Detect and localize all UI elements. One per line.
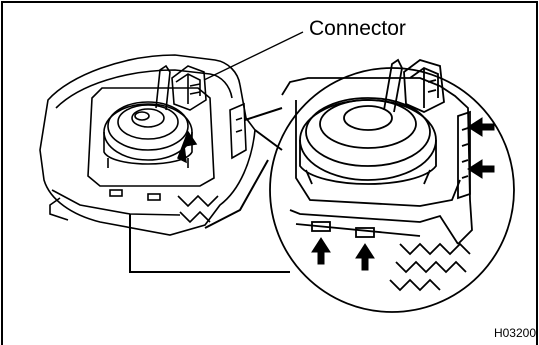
figure-reference-code: H03200 <box>493 326 536 340</box>
arrow-left-lower <box>467 159 495 179</box>
steering-pad-assembly <box>39 54 256 236</box>
arrow-up-left <box>311 237 331 265</box>
zoom-bracket-lines <box>129 107 290 273</box>
arrow-up-right <box>355 243 375 271</box>
connector-leader-line <box>203 31 304 81</box>
magnifier-circle <box>269 67 515 313</box>
connector-callout-label: Connector <box>309 17 406 40</box>
claw-slot-left <box>311 221 331 232</box>
claw-slot-right <box>355 227 375 238</box>
clock-spring-spiral <box>103 103 193 161</box>
claw-arrows <box>311 117 495 271</box>
arrow-left-upper <box>467 117 495 137</box>
left-view-arrow <box>177 130 198 164</box>
magnified-detail-view <box>269 58 515 313</box>
